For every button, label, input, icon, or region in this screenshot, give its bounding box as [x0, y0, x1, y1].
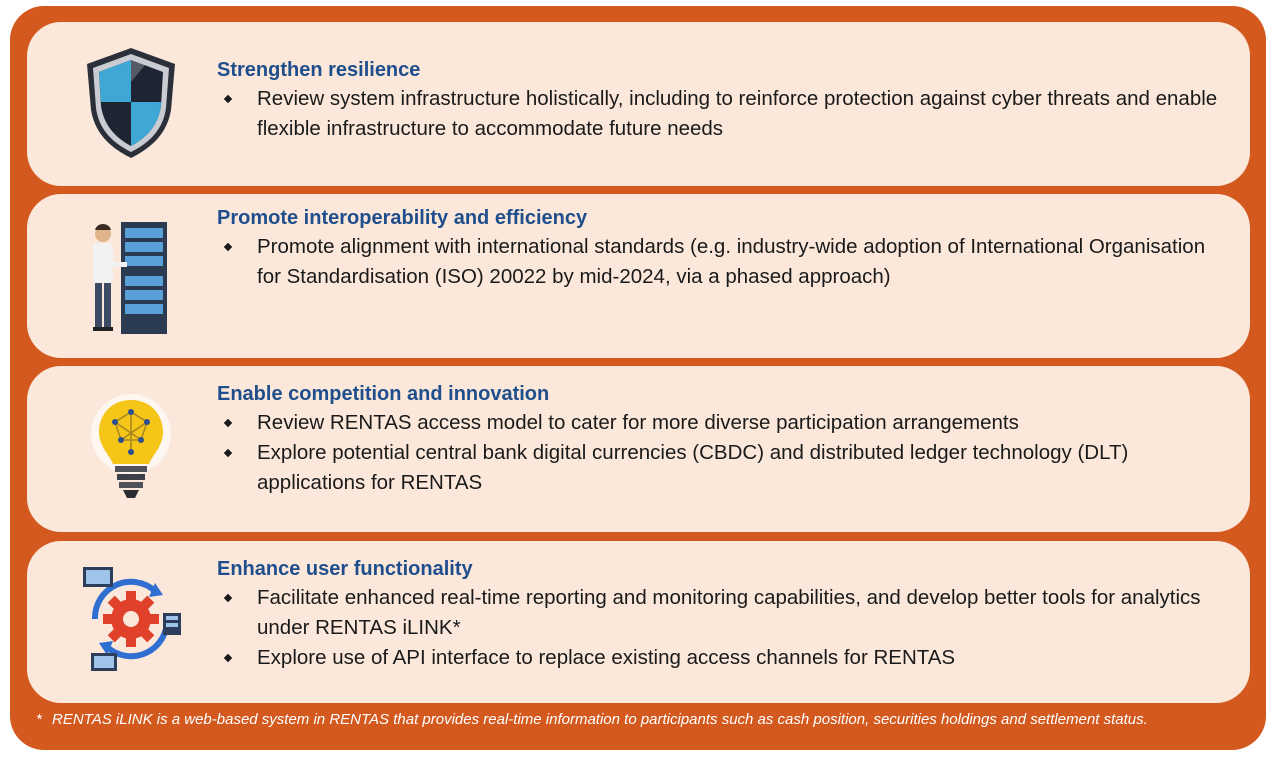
section-heading: Enhance user functionality	[217, 558, 473, 580]
bullet-item: Review RENTAS access model to cater for …	[217, 408, 1220, 438]
bullet-diamond-icon	[223, 242, 233, 252]
footnote-text: RENTAS iLINK is a web-based system in RE…	[52, 711, 1148, 728]
bullet-diamond-icon	[223, 418, 233, 428]
bullet-list: Review system infrastructure holisticall…	[217, 84, 1220, 144]
bullet-diamond-icon	[223, 593, 233, 603]
section-heading: Enable competition and innovation	[217, 383, 550, 405]
footnote: * RENTAS iLINK is a web-based system in …	[36, 711, 1262, 729]
bullet-list: Promote alignment with international sta…	[217, 232, 1220, 292]
section-card-resilience: Strengthen resilience Review system infr…	[27, 22, 1250, 186]
bullet-item: Promote alignment with international sta…	[217, 232, 1220, 292]
section-content: Promote interoperability and efficiency …	[217, 206, 1220, 292]
bullet-diamond-icon	[223, 653, 233, 663]
bullet-item: Explore potential central bank digital c…	[217, 438, 1220, 498]
bullet-diamond-icon	[223, 448, 233, 458]
section-content: Enhance user functionality Facilitate en…	[217, 557, 1220, 673]
bullet-item: Facilitate enhanced real-time reporting …	[217, 583, 1220, 643]
bullet-diamond-icon	[223, 94, 233, 104]
section-card-competition: Enable competition and innovation Review…	[27, 366, 1250, 532]
section-heading: Promote interoperability and efficiency	[217, 207, 588, 229]
lightbulb-network-icon	[71, 382, 191, 502]
footnote-marker: *	[36, 711, 42, 728]
bullet-list: Facilitate enhanced real-time reporting …	[217, 583, 1220, 673]
bullet-item: Review system infrastructure holisticall…	[217, 84, 1220, 144]
gear-cycle-icon	[71, 559, 191, 679]
shield-icon	[71, 42, 191, 162]
section-heading: Strengthen resilience	[217, 59, 421, 81]
section-card-user-functionality: Enhance user functionality Facilitate en…	[27, 541, 1250, 703]
server-technician-icon	[71, 212, 191, 334]
bullet-list: Review RENTAS access model to cater for …	[217, 408, 1220, 498]
bullet-item: Explore use of API interface to replace …	[217, 643, 1220, 673]
section-content: Strengthen resilience Review system infr…	[217, 58, 1220, 144]
section-content: Enable competition and innovation Review…	[217, 382, 1220, 498]
section-card-interoperability: Promote interoperability and efficiency …	[27, 194, 1250, 358]
